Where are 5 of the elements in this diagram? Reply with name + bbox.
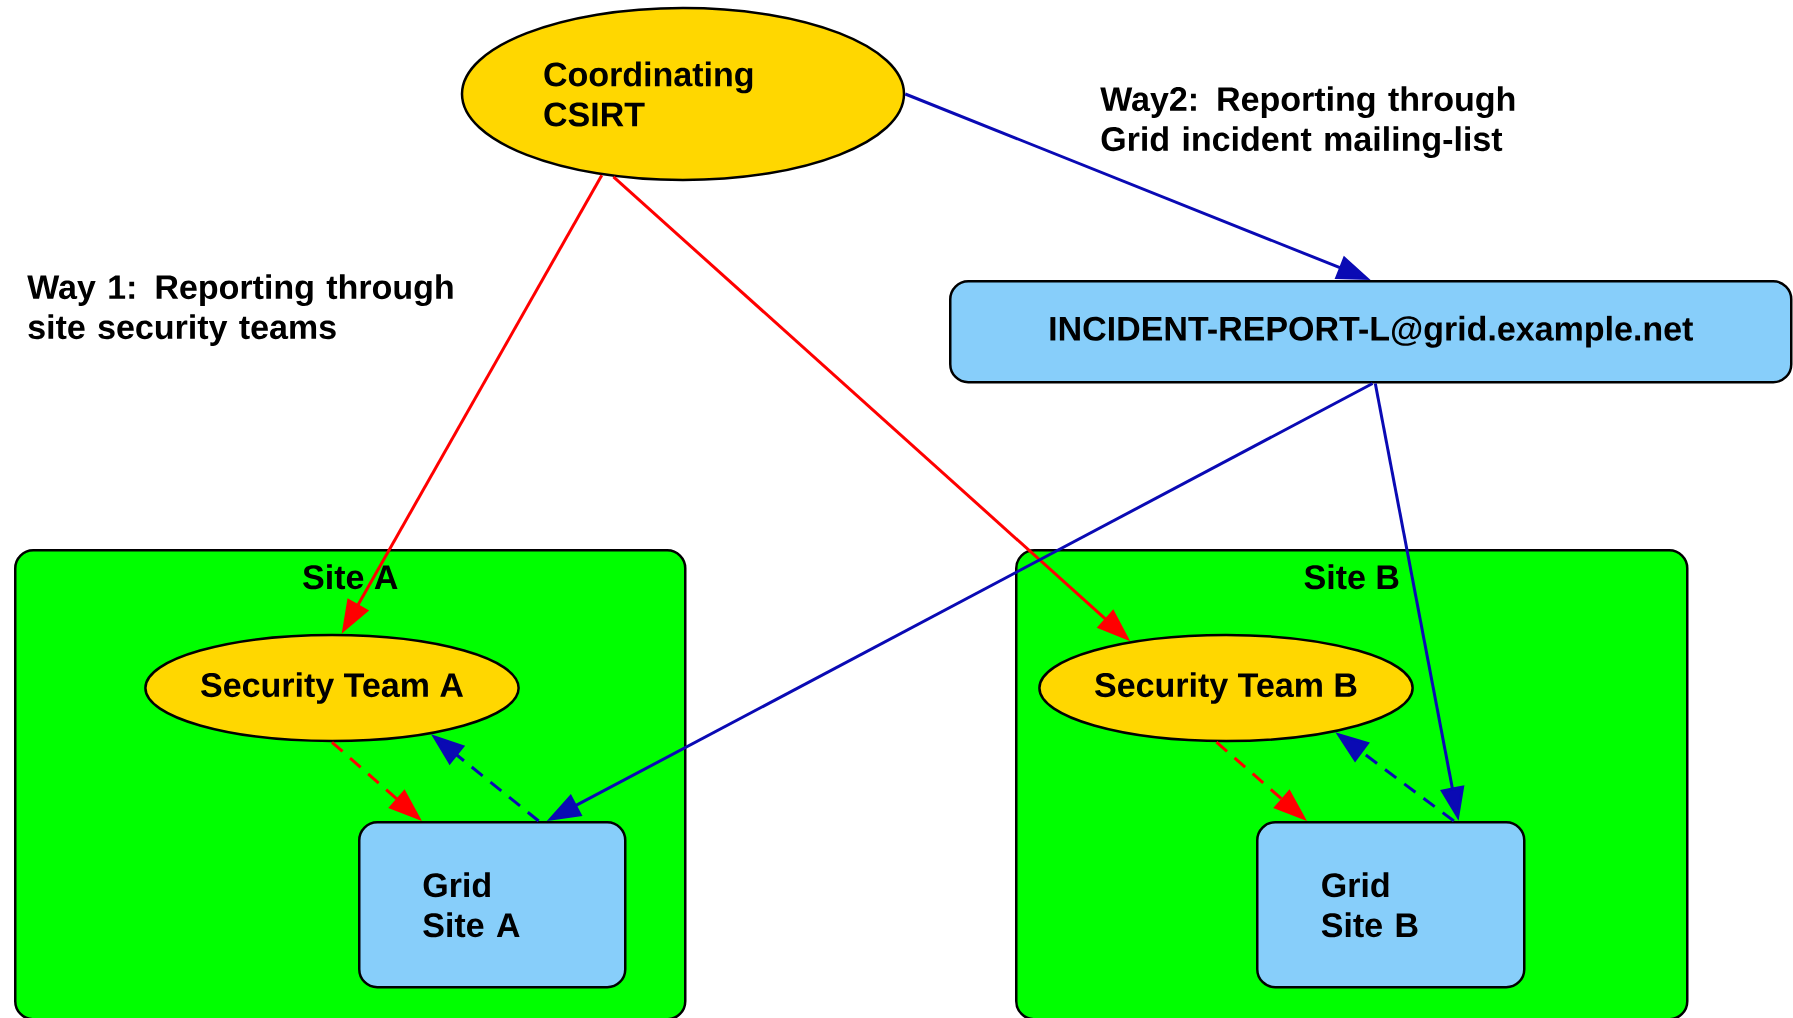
process-box: INCIDENT-REPORT-L@grid.example.net bbox=[949, 280, 1793, 384]
note-text: Way 1: Reporting through site security teams bbox=[27, 274, 453, 346]
process-box: Grid Site A bbox=[358, 821, 627, 989]
process-box: Grid Site B bbox=[1256, 821, 1526, 989]
note-text: Way2: Reporting through Grid incident mailing-list bbox=[1100, 86, 1515, 159]
